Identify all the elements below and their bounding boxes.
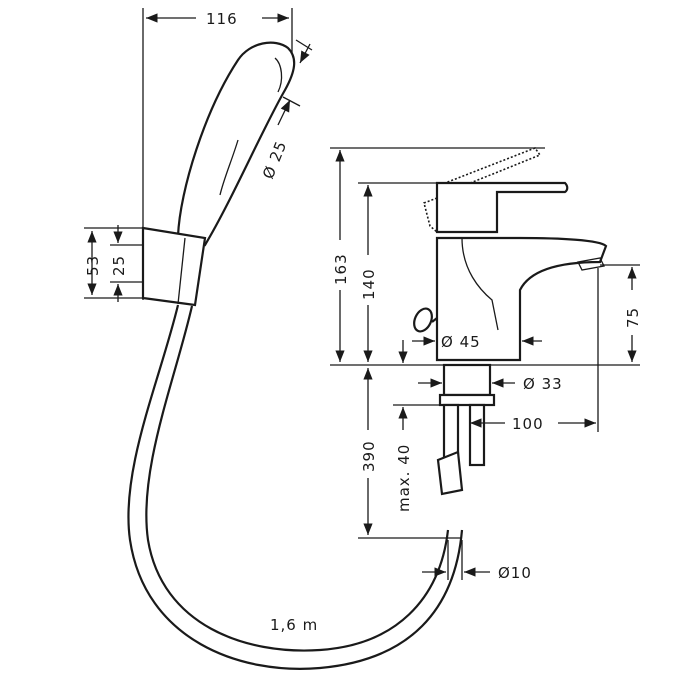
holder-inner-label: 25 xyxy=(110,255,128,276)
shower-length-label: 116 xyxy=(206,10,238,28)
spout-height-label: 75 xyxy=(624,307,642,328)
thread-diameter-label: Ø 33 xyxy=(523,375,563,393)
total-height-label: 163 xyxy=(332,253,350,285)
faucet xyxy=(413,147,608,496)
max-thickness-label: max. 40 xyxy=(395,444,413,512)
body-diameter-label: Ø 45 xyxy=(441,333,481,351)
hose: 1,6 m xyxy=(127,304,464,670)
hose-length-label: 1,6 m xyxy=(270,616,318,634)
shower-diameter-label: Ø 25 xyxy=(259,138,291,182)
hand-shower: Ø 25 xyxy=(142,8,313,300)
body-height-label: 140 xyxy=(360,268,378,300)
spout-reach-label: 100 xyxy=(512,415,544,433)
holder-height-label: 53 xyxy=(84,255,102,276)
faucet-dimensions: 163 140 75 Ø 45 Ø 33 100 390 max. 40 Ø10 xyxy=(330,147,642,582)
connection-length-label: 390 xyxy=(360,440,378,472)
shower-holder: 53 25 xyxy=(84,225,207,307)
hose-diameter-label: Ø10 xyxy=(498,564,532,582)
